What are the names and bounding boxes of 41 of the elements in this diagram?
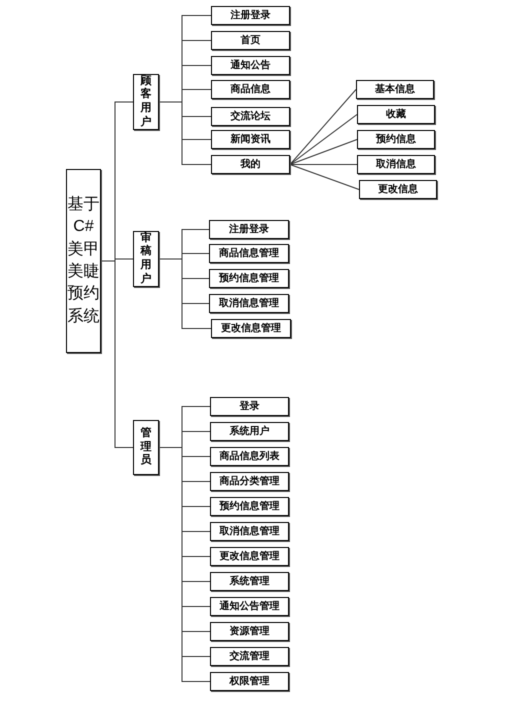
connector-line [290, 164, 360, 190]
module-box: 商品信息列表 [210, 447, 289, 466]
connector-line [290, 164, 358, 165]
module-box: 基本信息 [356, 80, 434, 99]
module-box: 更改信息管理 [210, 547, 289, 566]
module-box: 新闻资讯 [211, 130, 290, 149]
module-box: 通知公告 [211, 56, 290, 75]
module-box: 商品分类管理 [210, 472, 289, 491]
module-box: 系统用户 [210, 422, 289, 441]
module-box: 通知公告管理 [210, 597, 289, 616]
module-box: 预约信息 [357, 130, 435, 149]
module-box: 预约信息管理 [210, 497, 289, 516]
role-box: 顾客用户 [133, 74, 159, 130]
module-box: 资源管理 [210, 622, 289, 641]
module-box: 注册登录 [211, 6, 290, 25]
connector-line [290, 114, 358, 165]
connector-line [290, 139, 358, 165]
module-box: 我的 [211, 155, 290, 174]
module-box: 取消信息 [357, 155, 435, 174]
system-box: 基于C#美甲美睫预约系统 [66, 169, 101, 353]
module-box: 更改信息 [359, 180, 437, 199]
module-box: 收藏 [357, 105, 435, 124]
module-box: 交流管理 [210, 647, 289, 666]
module-box: 注册登录 [209, 220, 289, 239]
connector-line [158, 102, 212, 165]
role-box: 审稿用户 [133, 231, 159, 287]
module-box: 取消信息管理 [210, 522, 289, 541]
module-box: 首页 [211, 31, 290, 50]
module-box: 预约信息管理 [209, 269, 289, 288]
module-box: 登录 [210, 397, 289, 416]
module-box: 权限管理 [210, 672, 289, 691]
module-box: 商品信息管理 [209, 244, 289, 263]
module-box: 更改信息管理 [211, 319, 291, 338]
module-box: 取消信息管理 [209, 294, 289, 313]
connector-line [290, 89, 356, 165]
module-box: 交流论坛 [211, 107, 290, 126]
module-box: 商品信息 [211, 80, 290, 99]
role-box: 管理员 [133, 420, 159, 475]
connector-line [100, 260, 134, 448]
connector-line [158, 258, 212, 329]
module-box: 系统管理 [210, 572, 289, 591]
